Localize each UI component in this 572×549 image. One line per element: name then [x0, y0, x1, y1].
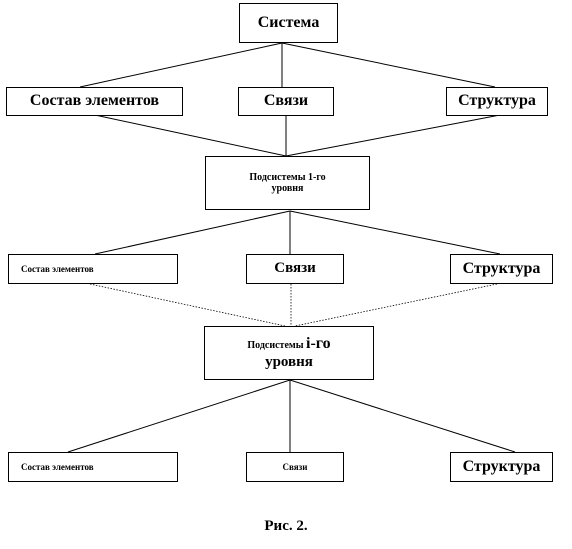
- structure-label-level2: Структура: [462, 259, 541, 277]
- system-label: Система: [257, 13, 320, 31]
- subsystem-level-i-box: Подсистемы i-го уровня: [204, 326, 374, 380]
- links-box-level1: Связи: [238, 87, 334, 116]
- connector-composition-subi: [89, 283, 286, 327]
- subsystem-level-i-line1: Подсистемы i-го: [247, 335, 330, 353]
- links-box-level3: Связи: [246, 452, 344, 482]
- connector-structure-sub1: [285, 114, 501, 157]
- connector-sub1-structure: [289, 210, 501, 255]
- connector-root-structure: [281, 42, 496, 88]
- subsystem-level-i-index: i-го: [306, 335, 331, 353]
- links-label-level1: Связи: [263, 92, 309, 110]
- composition-box-level2: Состав элементов: [8, 254, 178, 284]
- subsystem-level1-box: Подсистемы 1-го уровня: [205, 156, 370, 210]
- structure-box-level3: Структура: [450, 452, 553, 482]
- composition-label-level2: Состав элементов: [21, 263, 94, 274]
- connector-sub1-composition: [94, 210, 291, 255]
- composition-box-level3: Состав элементов: [8, 452, 178, 482]
- connector-subi-structure: [289, 379, 516, 453]
- links-label-level2: Связи: [274, 260, 316, 277]
- composition-label-level3: Состав элементов: [21, 461, 94, 472]
- connector-root-composition: [79, 42, 283, 88]
- subsystem-level1-line1: Подсистемы 1-го: [249, 171, 326, 183]
- links-label-level3: Связи: [282, 461, 308, 472]
- system-box: Система: [239, 3, 338, 43]
- composition-label-level1: Состав элементов: [29, 92, 160, 110]
- subsystem-level-i-prefix: Подсистемы: [247, 340, 307, 352]
- composition-box-level1: Состав элементов: [6, 87, 183, 116]
- structure-box-level2: Структура: [450, 254, 553, 284]
- links-box-level2: Связи: [246, 254, 344, 284]
- structure-box-level1: Структура: [446, 87, 548, 116]
- connector-composition-sub1: [94, 114, 287, 157]
- subsystem-level-i-line2: уровня: [265, 353, 313, 370]
- figure-caption: Рис. 2.: [264, 518, 308, 534]
- structure-label-level1: Структура: [458, 92, 536, 110]
- structure-label-level3: Структура: [462, 457, 541, 475]
- subsystem-level1-line2: уровня: [271, 183, 304, 194]
- connector-structure-subi: [294, 283, 498, 327]
- connector-subi-composition: [67, 379, 291, 453]
